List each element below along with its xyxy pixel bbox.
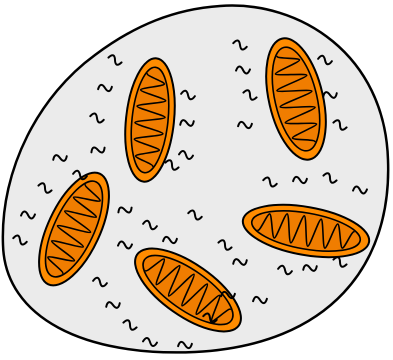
cell-diagram [0, 0, 393, 360]
